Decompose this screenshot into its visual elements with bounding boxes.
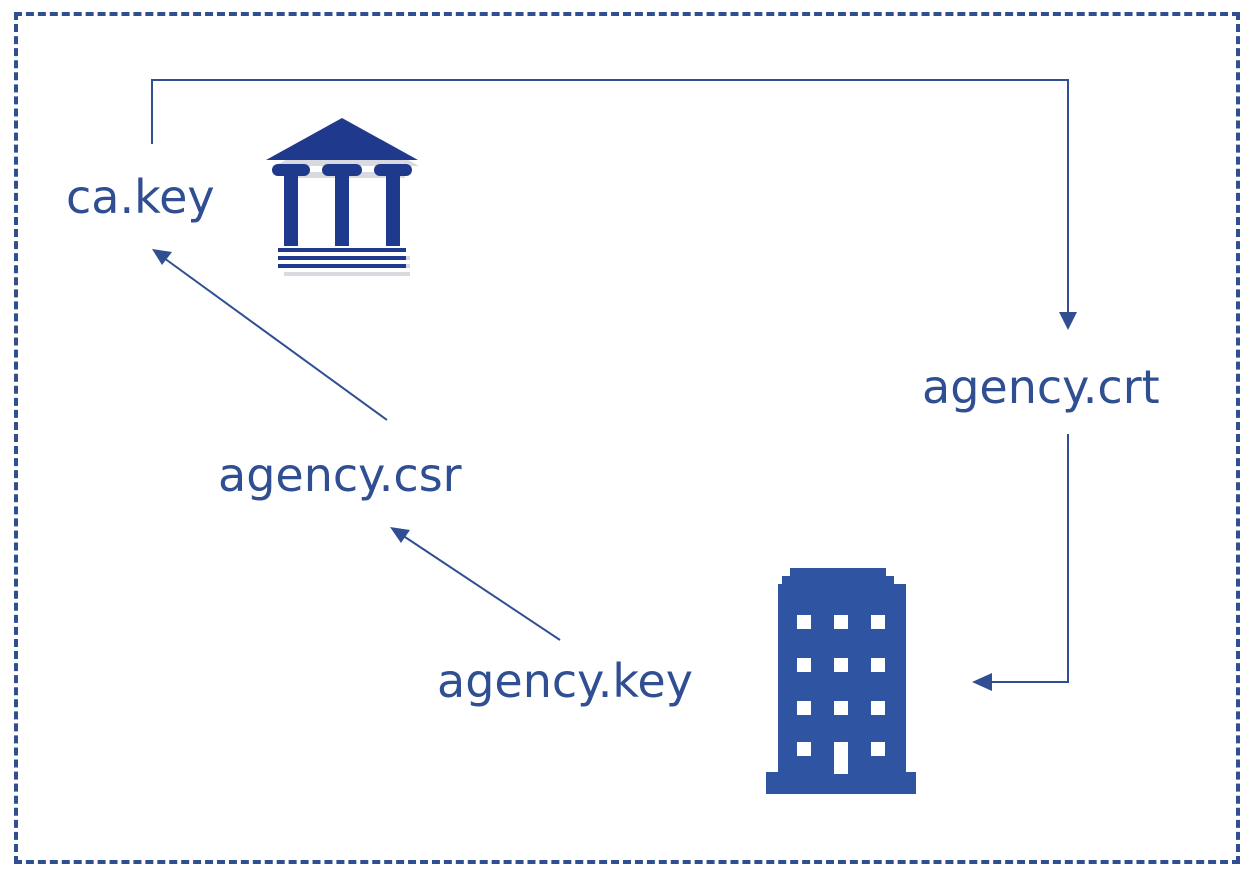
ca-key-label: ca.key [66,170,215,224]
arrow-ca-key-to-agency-crt [151,79,1077,330]
arrow-agency-key-to-agency-csr [390,527,561,641]
arrow-agency-csr-to-ca-key [152,249,388,421]
arrow-agency-crt-to-building [972,434,1069,691]
dashed-boundary [14,12,1240,864]
agency-key-label: agency.key [437,654,693,708]
agency-crt-label: agency.crt [922,360,1160,414]
office-building-icon [764,566,920,796]
institution-icon [262,114,422,280]
agency-csr-label: agency.csr [218,448,462,502]
